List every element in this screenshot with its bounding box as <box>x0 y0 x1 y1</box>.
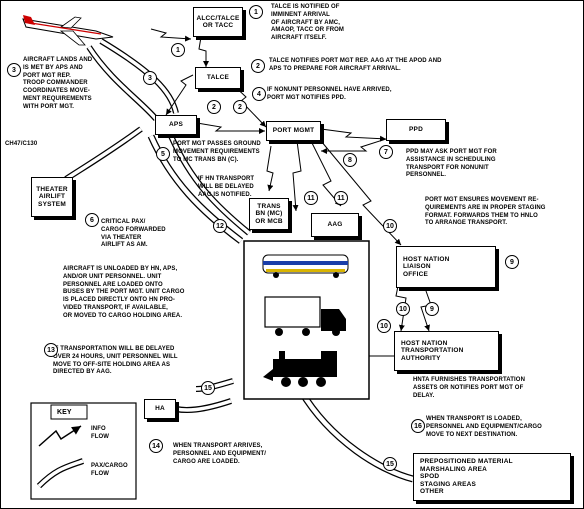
step-marker: 3 <box>143 71 157 85</box>
alcc-box: ALCC/TALCE OR TACC <box>193 7 243 37</box>
note-15: WHEN TRANSPORT IS LOADED, PERSONNEL AND … <box>426 416 542 438</box>
note-14: WHEN TRANSPORT ARRIVES, PERSONNEL AND EQ… <box>173 443 267 465</box>
aps-box: APS <box>155 115 197 135</box>
talce-box: TALCE <box>195 67 241 89</box>
step-marker: 10 <box>377 319 391 333</box>
step-marker: 2 <box>251 59 265 73</box>
step-marker: 10 <box>396 302 410 316</box>
step-marker: 13 <box>44 343 58 357</box>
note-8: PORT MGT ENSURES MOVEMENT RE- QUIREMENTS… <box>425 197 546 227</box>
note-11: IF HN TRANSPORT WILL BE DELAYED AAG IS N… <box>198 176 255 198</box>
step-marker: 14 <box>149 439 163 453</box>
port-mgmt-box: PORT MGMT <box>266 121 321 141</box>
step-marker: 11 <box>304 191 318 205</box>
note-7: PPD MAY ASK PORT MGT FOR ASSISTANCE IN S… <box>406 149 497 179</box>
key-legend <box>30 402 137 500</box>
aag-box: AAG <box>311 213 359 237</box>
note-6: CRITICAL PAX/ CARGO FORWARDED VIA THEATE… <box>101 219 166 249</box>
note-3: AIRCRAFT LANDS AND IS MET BY APS AND POR… <box>23 57 93 110</box>
step-marker: 12 <box>213 219 227 233</box>
step-marker: 1 <box>171 43 185 57</box>
step-marker: 1 <box>249 5 263 19</box>
step-marker: 9 <box>505 255 519 269</box>
ha-box: HA <box>144 399 176 419</box>
key-pax-label: PAX/CARGO FLOW <box>91 463 128 477</box>
truck-icon <box>264 296 346 336</box>
step-marker: 15 <box>383 457 397 471</box>
note-12: AIRCRAFT IS UNLOADED BY HN, APS, AND/OR … <box>63 266 185 319</box>
ch47-label: CH47/C130 <box>5 141 38 147</box>
step-marker: 9 <box>425 302 439 316</box>
step-marker: 16 <box>411 419 425 433</box>
theater-airlift-box: THEATER AIRLIFT SYSTEM <box>31 177 73 217</box>
prepositioned-box: PREPOSITIONED MATERIAL MARSHALING AREA S… <box>413 453 571 501</box>
step-marker: 4 <box>252 87 266 101</box>
step-marker: 11 <box>334 191 348 205</box>
host-nation-liaison-box: HOST NATION LIAISON OFFICE <box>396 246 496 288</box>
note-1: TALCE IS NOTIFIED OF IMMINENT ARRIVAL OF… <box>271 4 345 42</box>
locomotive-icon <box>263 351 337 387</box>
note-13: IF TRANSPORTATION WILL BE DELAYED OVER 2… <box>53 346 178 376</box>
note-4: IF NONUNIT PERSONNEL HAVE ARRIVED, PORT … <box>267 87 392 101</box>
step-marker: 15 <box>201 381 215 395</box>
step-marker: 2 <box>207 100 221 114</box>
step-marker: 5 <box>156 147 170 161</box>
key-title: KEY <box>57 409 72 416</box>
ppd-box: PPD <box>386 119 446 141</box>
note-2: TALCE NOTIFIES PORT MGT REP. AAG AT THE … <box>269 58 442 72</box>
key-info-label: INFO FLOW <box>91 426 110 440</box>
note-5: PORT MGT PASSES GROUND MOVEMENT REQUIREM… <box>173 141 261 163</box>
step-marker: 6 <box>85 213 99 227</box>
note-10: HNTA FURNISHES TRANSPORTATION ASSETS OR … <box>413 377 526 399</box>
host-nation-authority-box: HOST NATION TRANSPORTATION AUTHORITY <box>394 331 499 371</box>
trans-bn-box: TRANS BN (MC) OR MCB <box>249 198 289 230</box>
step-marker: 3 <box>7 63 21 77</box>
step-marker: 7 <box>379 145 393 159</box>
step-marker: 10 <box>383 219 397 233</box>
aircraft-icon <box>22 15 114 46</box>
step-marker: 2 <box>233 100 247 114</box>
vehicle-panel <box>243 240 370 400</box>
bus-icon <box>262 254 349 278</box>
step-marker: 8 <box>343 153 357 167</box>
